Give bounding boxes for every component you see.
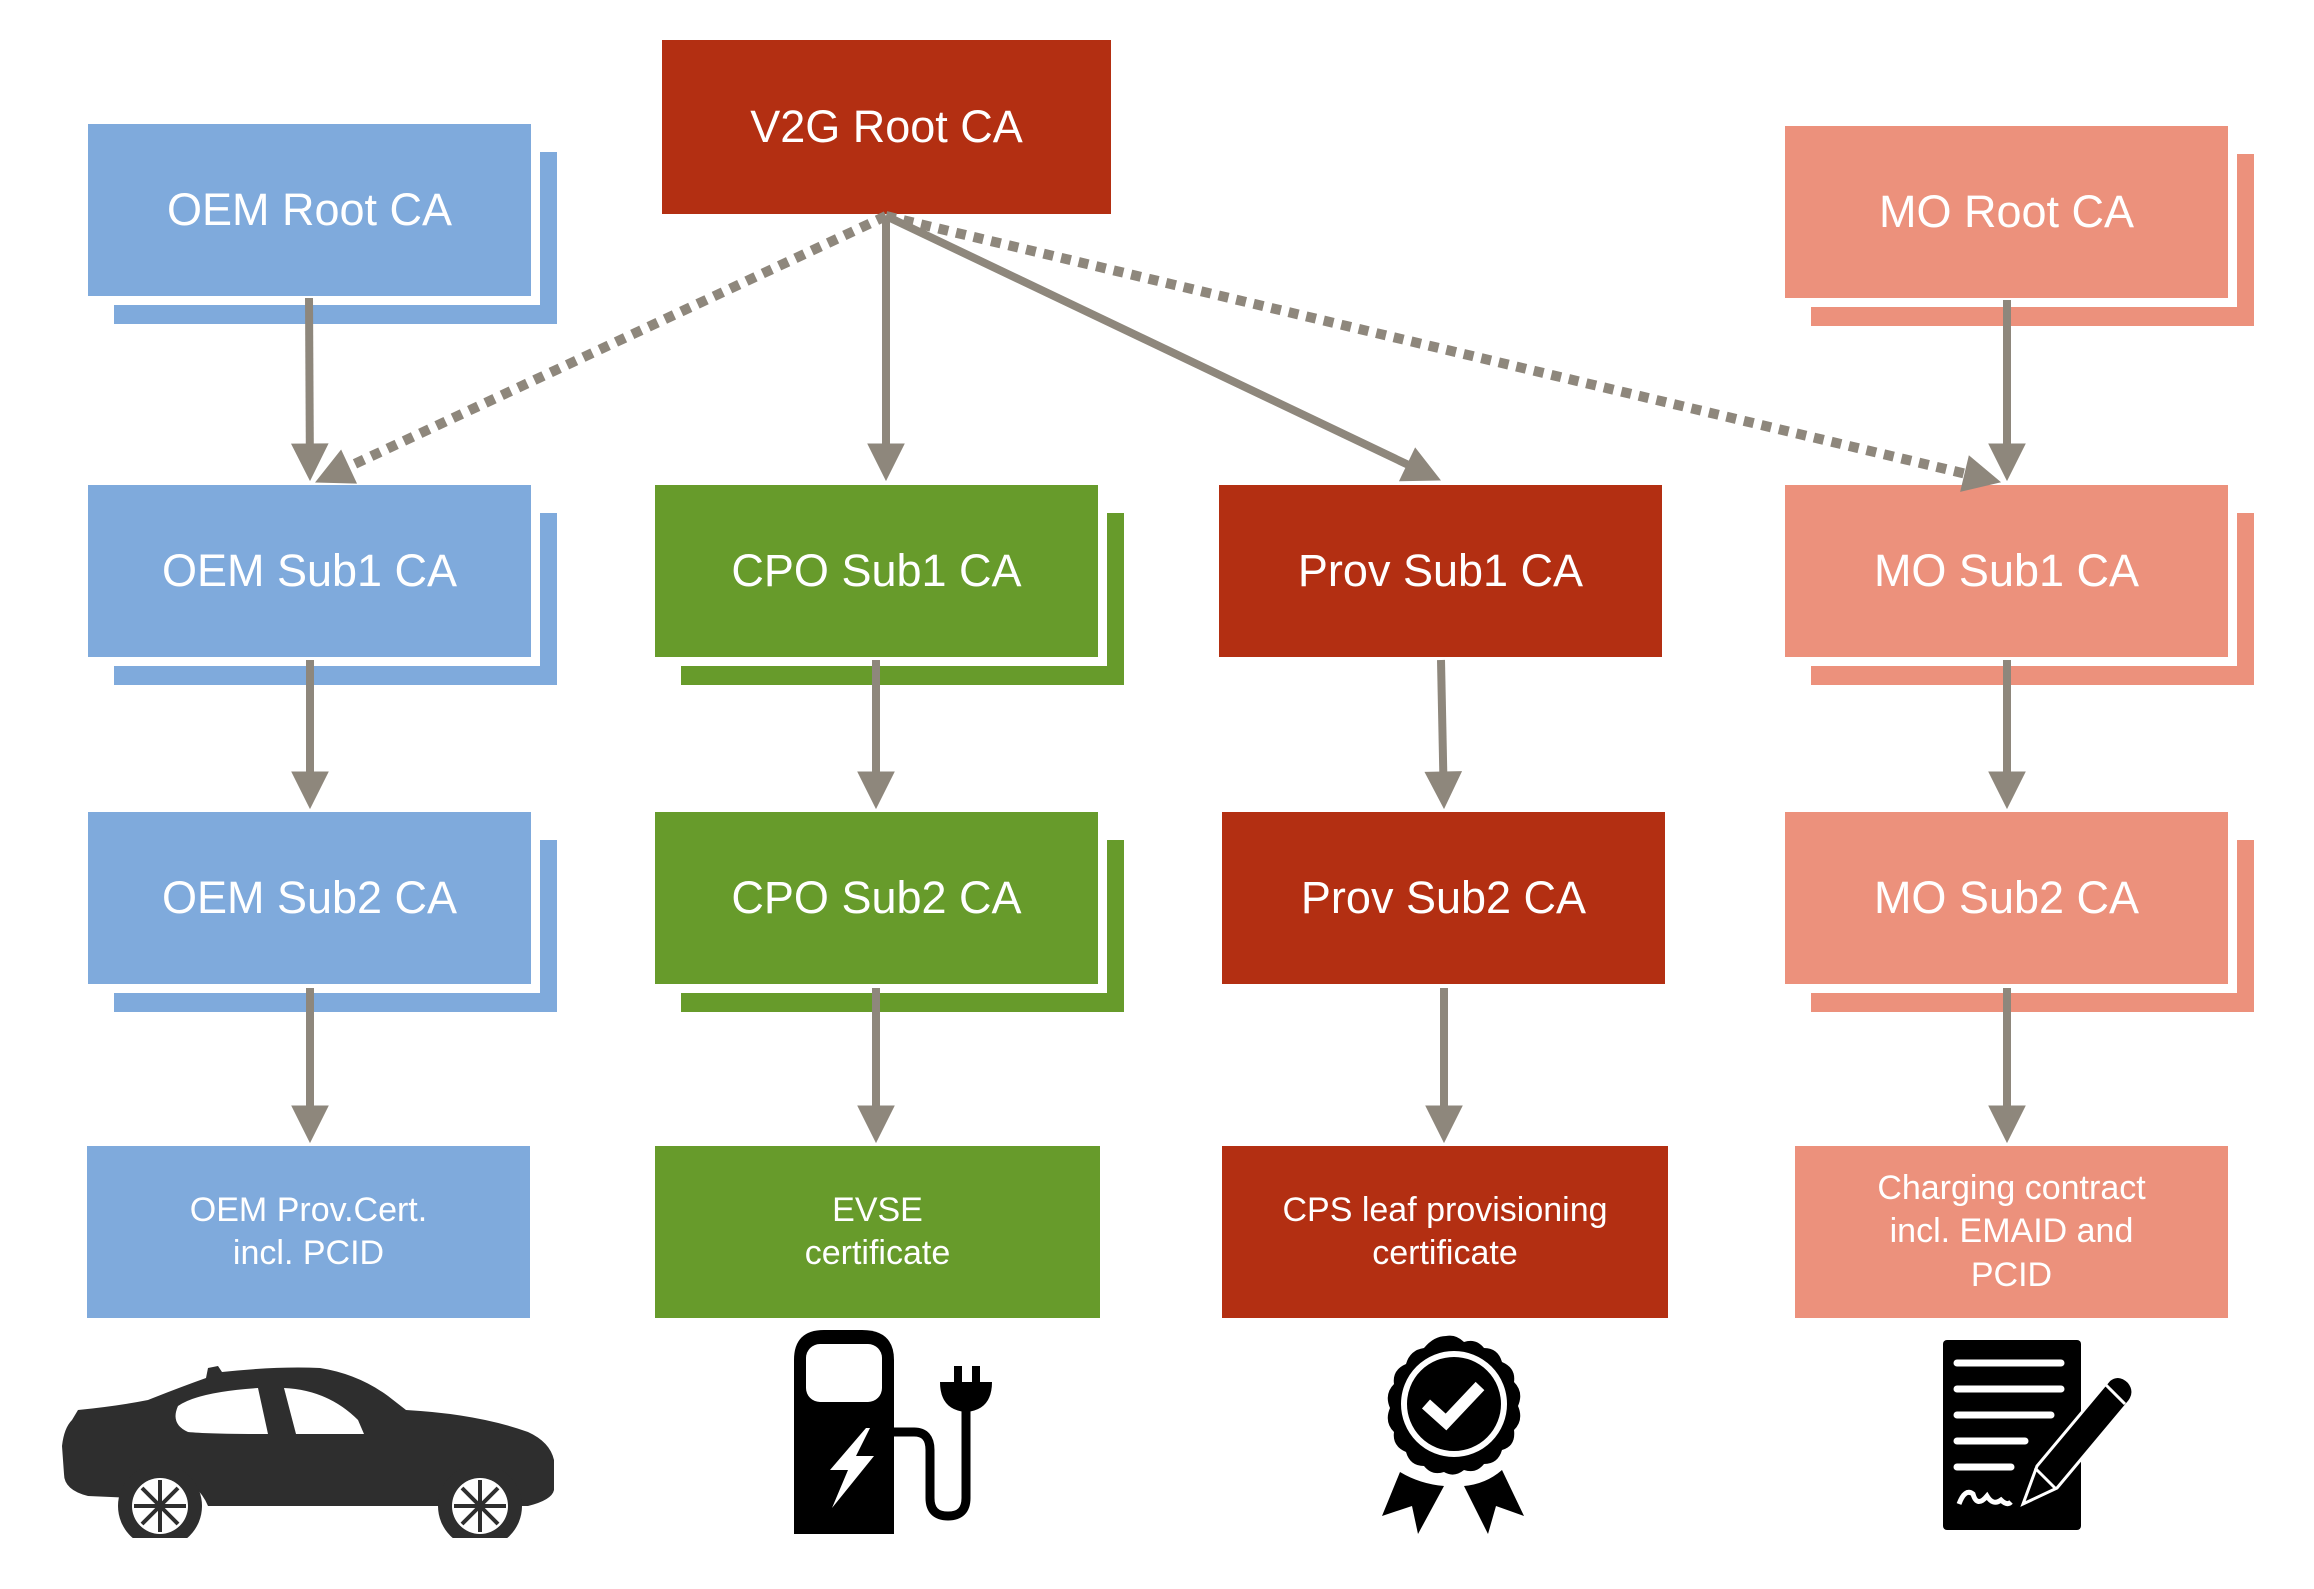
arrowhead-icon [291,1105,329,1144]
node-label: Charging contract incl. EMAID and PCID [1877,1169,2146,1294]
v2g-root-ca-node: V2G Root CA [662,40,1111,214]
node-face: OEM Root CA [79,115,540,305]
prov-sub2-ca-node: Prov Sub2 CA [1222,812,1665,984]
arrowhead-icon [857,771,895,810]
edge-prov-sub1-to-prov-sub2 [1437,659,1448,773]
mo-root-ca-node: MO Root CA [1776,117,2254,326]
oem-root-ca-node: OEM Root CA [79,115,557,324]
node-face: Prov Sub1 CA [1219,485,1662,657]
arrowhead-icon [1425,1105,1463,1144]
arrowhead-icon [291,771,329,810]
ev-charger-icon [794,1330,992,1534]
node-face: CPO Sub1 CA [646,476,1107,666]
node-label: MO Sub2 CA [1873,872,2140,924]
arrowhead-icon [867,443,905,482]
oem-prov-cert-node: OEM Prov.Cert. incl. PCID [87,1146,530,1318]
oem-sub2-ca-node: OEM Sub2 CA [79,803,557,1012]
arrowhead-icon [290,443,329,482]
node-face: OEM Sub1 CA [79,476,540,666]
certificate-badge-icon [1382,1335,1524,1534]
mo-sub2-ca-node: MO Sub2 CA [1776,803,2254,1012]
node-label: CPO Sub1 CA [731,545,1022,597]
prov-sub1-ca-node: Prov Sub1 CA [1219,485,1662,657]
node-label: MO Root CA [1878,186,2135,238]
node-label: OEM Sub1 CA [161,545,458,597]
cpo-sub1-ca-node: CPO Sub1 CA [646,476,1124,685]
node-face: EVSE certificate [655,1146,1100,1318]
mo-sub1-ca-node: MO Sub1 CA [1776,476,2254,685]
node-label: EVSE certificate [804,1190,951,1272]
node-face: Prov Sub2 CA [1222,812,1665,984]
arrowhead-icon [1424,771,1463,810]
node-label: CPO Sub2 CA [731,872,1022,924]
arrowhead-icon [314,449,358,484]
node-face: MO Sub2 CA [1776,803,2237,993]
cps-leaf-certificate-node: CPS leaf provisioning certificate [1222,1146,1668,1318]
node-face: V2G Root CA [662,40,1111,214]
arrowhead-icon [1398,447,1442,482]
node-face: CPO Sub2 CA [646,803,1107,993]
node-label: MO Sub1 CA [1873,545,2140,597]
arrowhead-icon [857,1105,895,1144]
node-face: OEM Sub2 CA [79,803,540,993]
node-face: MO Root CA [1776,117,2237,307]
edge-v2g-root-to-prov-sub1 [884,212,1410,469]
arrowhead-icon [1988,771,2026,810]
arrowhead-icon [1988,1105,2026,1144]
node-label: OEM Root CA [166,184,453,236]
arrowhead-icon [1988,443,2026,482]
node-face: OEM Prov.Cert. incl. PCID [87,1146,530,1318]
node-face: CPS leaf provisioning certificate [1222,1146,1668,1318]
signed-contract-icon [1943,1340,2135,1530]
node-label: OEM Sub2 CA [161,872,458,924]
charging-contract-node: Charging contract incl. EMAID and PCID [1795,1146,2228,1318]
node-label: OEM Prov.Cert. incl. PCID [189,1190,428,1272]
car-icon [62,1366,554,1538]
evse-certificate-node: EVSE certificate [655,1146,1100,1318]
cpo-sub2-ca-node: CPO Sub2 CA [646,803,1124,1012]
oem-sub1-ca-node: OEM Sub1 CA [79,476,557,685]
node-face: Charging contract incl. EMAID and PCID [1795,1146,2228,1318]
node-face: MO Sub1 CA [1776,476,2237,666]
node-label: CPS leaf provisioning certificate [1282,1190,1608,1272]
node-label: Prov Sub1 CA [1297,545,1584,597]
node-label: Prov Sub2 CA [1300,872,1587,924]
node-label: V2G Root CA [750,101,1023,153]
